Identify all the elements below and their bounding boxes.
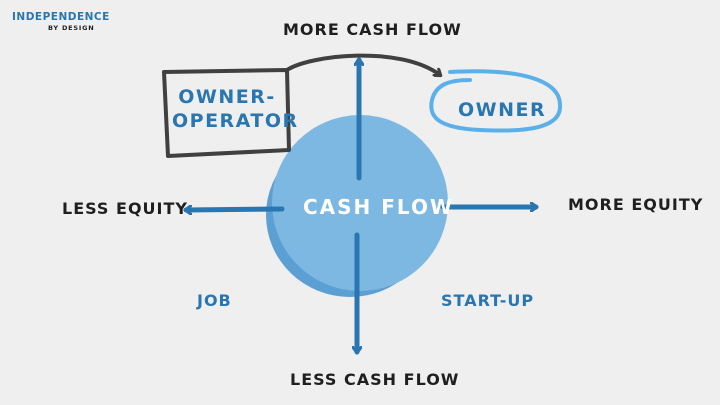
arrow-left — [183, 209, 285, 210]
owner-ring — [429, 69, 562, 133]
axis-label-top: MORE CASH FLOW — [283, 20, 462, 39]
center-circle — [272, 115, 448, 291]
owner-label: OWNER — [458, 99, 547, 121]
owner-operator-label: OWNER- OPERATOR — [172, 86, 299, 134]
quadrant-label-job: JOB — [197, 291, 232, 310]
axis-label-bottom: LESS CASH FLOW — [290, 370, 460, 389]
logo-text-primary: INDEPENDENCE — [12, 11, 110, 23]
owner-operator-line2: OPERATOR — [172, 109, 299, 132]
brand-logo: INDEPENDENCE BY DESIGN — [12, 12, 110, 31]
transition-arrow — [285, 53, 440, 75]
center-label: CASH FLOW — [303, 195, 455, 219]
owner-operator-line1: OWNER- — [178, 86, 276, 108]
quadrant-label-startup: START-UP — [441, 291, 535, 310]
owner-operator-box — [162, 68, 291, 158]
axis-label-left: LESS EQUITY — [62, 199, 188, 218]
logo-text-secondary: BY DESIGN — [48, 23, 95, 32]
axis-label-right: MORE EQUITY — [568, 195, 704, 214]
